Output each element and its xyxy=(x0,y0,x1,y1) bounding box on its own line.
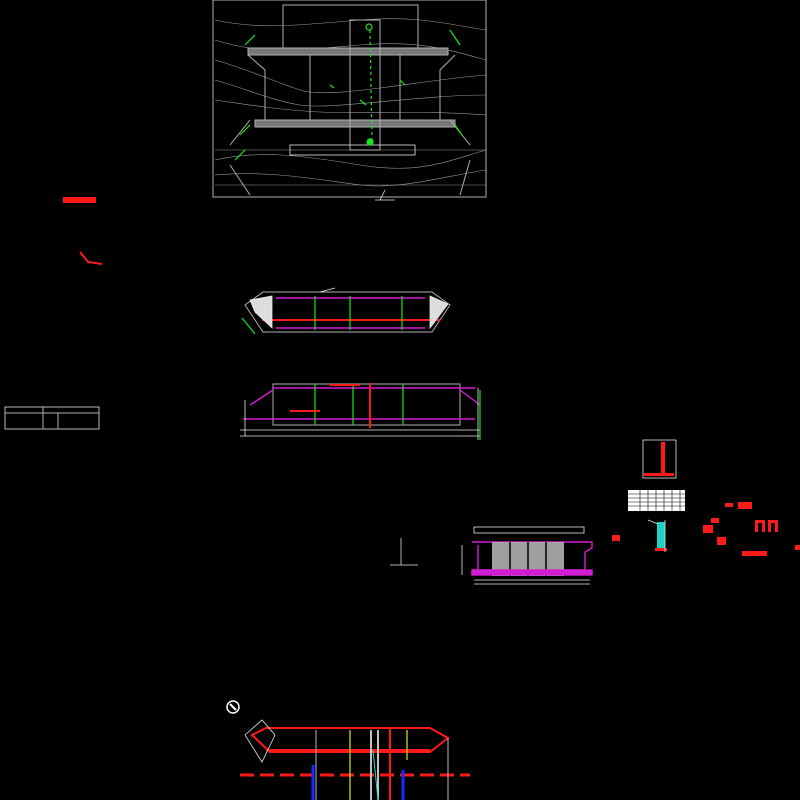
compass-icon xyxy=(226,700,240,714)
red-details-left xyxy=(63,197,103,265)
bottom-plan xyxy=(240,719,470,800)
longitudinal-section xyxy=(240,383,481,440)
cross-section xyxy=(461,526,593,585)
red-details-cluster xyxy=(612,502,800,556)
site-plan xyxy=(212,0,487,201)
small-section-left xyxy=(4,406,100,430)
wall-detail xyxy=(642,439,677,479)
section-marker xyxy=(390,538,418,566)
schedule-table xyxy=(628,490,685,511)
wall-section-detail xyxy=(647,519,667,552)
plan-view xyxy=(241,287,451,335)
